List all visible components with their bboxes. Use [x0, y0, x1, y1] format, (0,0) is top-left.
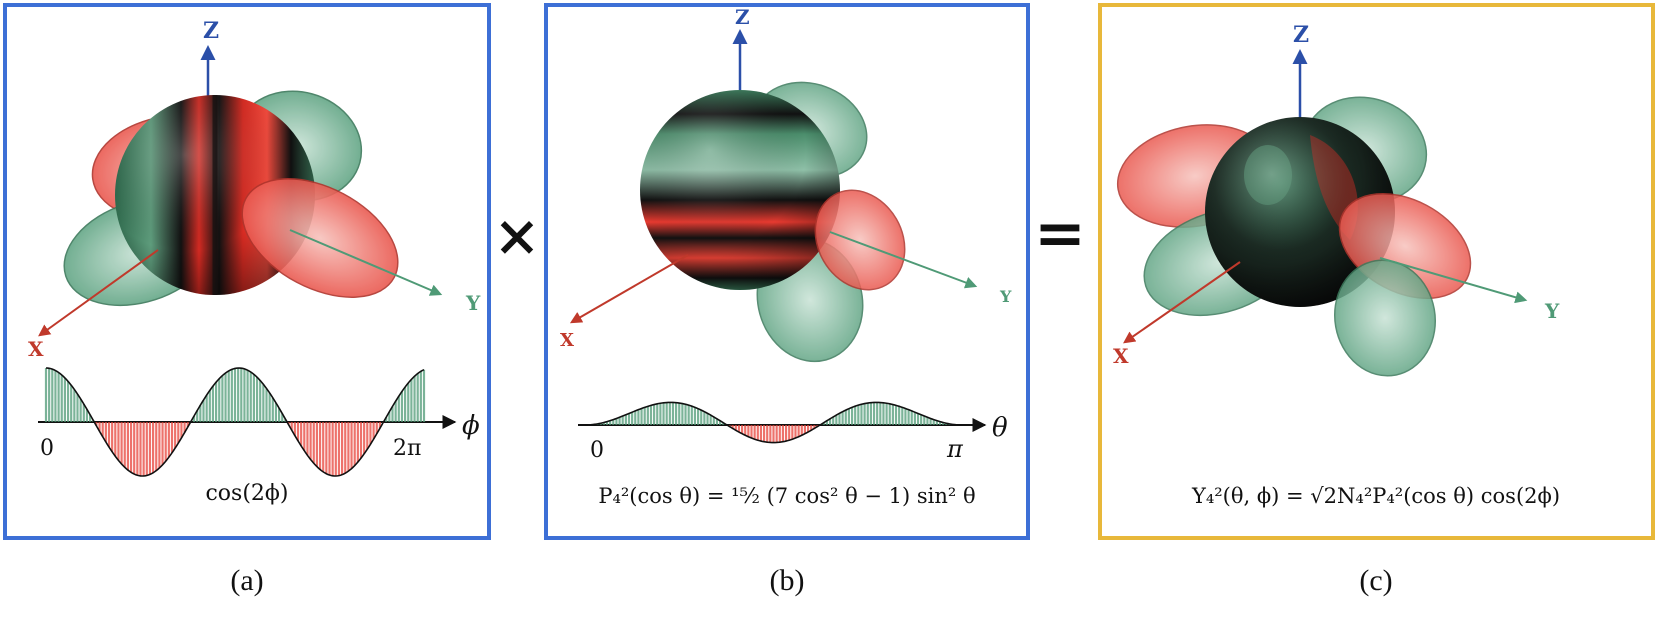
cos2phi-curve: [45, 367, 425, 477]
equals-operator: =: [1034, 196, 1086, 269]
sphere-c: [1205, 117, 1395, 307]
phi-axis-start: 0: [40, 436, 54, 461]
legendre-curve: [584, 401, 963, 444]
phi-axis-end: 2π: [393, 436, 421, 461]
lobe-red-side: [814, 189, 906, 291]
y-axis-label: Y: [1544, 299, 1560, 323]
formula-b: P₄²(cos θ) = ¹⁵⁄₂ (7 cos² θ − 1) sin² θ: [598, 484, 975, 508]
formula-c: Y₄²(θ, ϕ) = √2N₄²P₄²(cos θ) cos(2ϕ): [1191, 484, 1560, 508]
y-axis: [1379, 257, 1528, 304]
lobe-green-lower: [1333, 259, 1437, 377]
caption-a: (a): [230, 564, 263, 597]
times-operator: ×: [494, 203, 541, 269]
theta-axis-end: π: [946, 435, 964, 463]
theta-axis-start: 0: [590, 438, 604, 463]
caption-c: (c): [1359, 564, 1392, 597]
z-axis-label: Z: [735, 5, 750, 29]
y-axis-label: Y: [465, 291, 481, 315]
sphere-b: [640, 90, 840, 290]
panel-b: Z X Y 0 π θ P₄²(cos θ) = ¹⁵⁄₂ (7 cos² θ …: [544, 3, 1030, 540]
x-axis-label: X: [560, 330, 574, 351]
theta-axis-variable: θ: [992, 413, 1008, 443]
phi-axis-variable: ϕ: [462, 411, 480, 441]
z-axis-label: Z: [203, 18, 219, 44]
x-axis-label: X: [1113, 344, 1129, 368]
x-axis: [38, 249, 159, 337]
y-axis: [289, 229, 443, 296]
panel-c: Z X Y Y₄²(θ, ϕ) = √2N₄²P₄²(cos θ) cos(2ϕ…: [1098, 3, 1655, 540]
x-axis: [569, 254, 689, 324]
formula-a: cos(2ϕ): [205, 481, 288, 506]
caption-b: (b): [770, 564, 805, 597]
x-axis: [1123, 261, 1241, 344]
y-axis: [829, 231, 978, 289]
lobe-red-front: [241, 178, 399, 298]
z-axis-label: Z: [1293, 22, 1309, 48]
x-axis-label: X: [28, 337, 44, 361]
panel-a: Z X Y 0 2π ϕ cos(2ϕ): [3, 3, 491, 540]
y-axis-label: Y: [999, 287, 1012, 306]
